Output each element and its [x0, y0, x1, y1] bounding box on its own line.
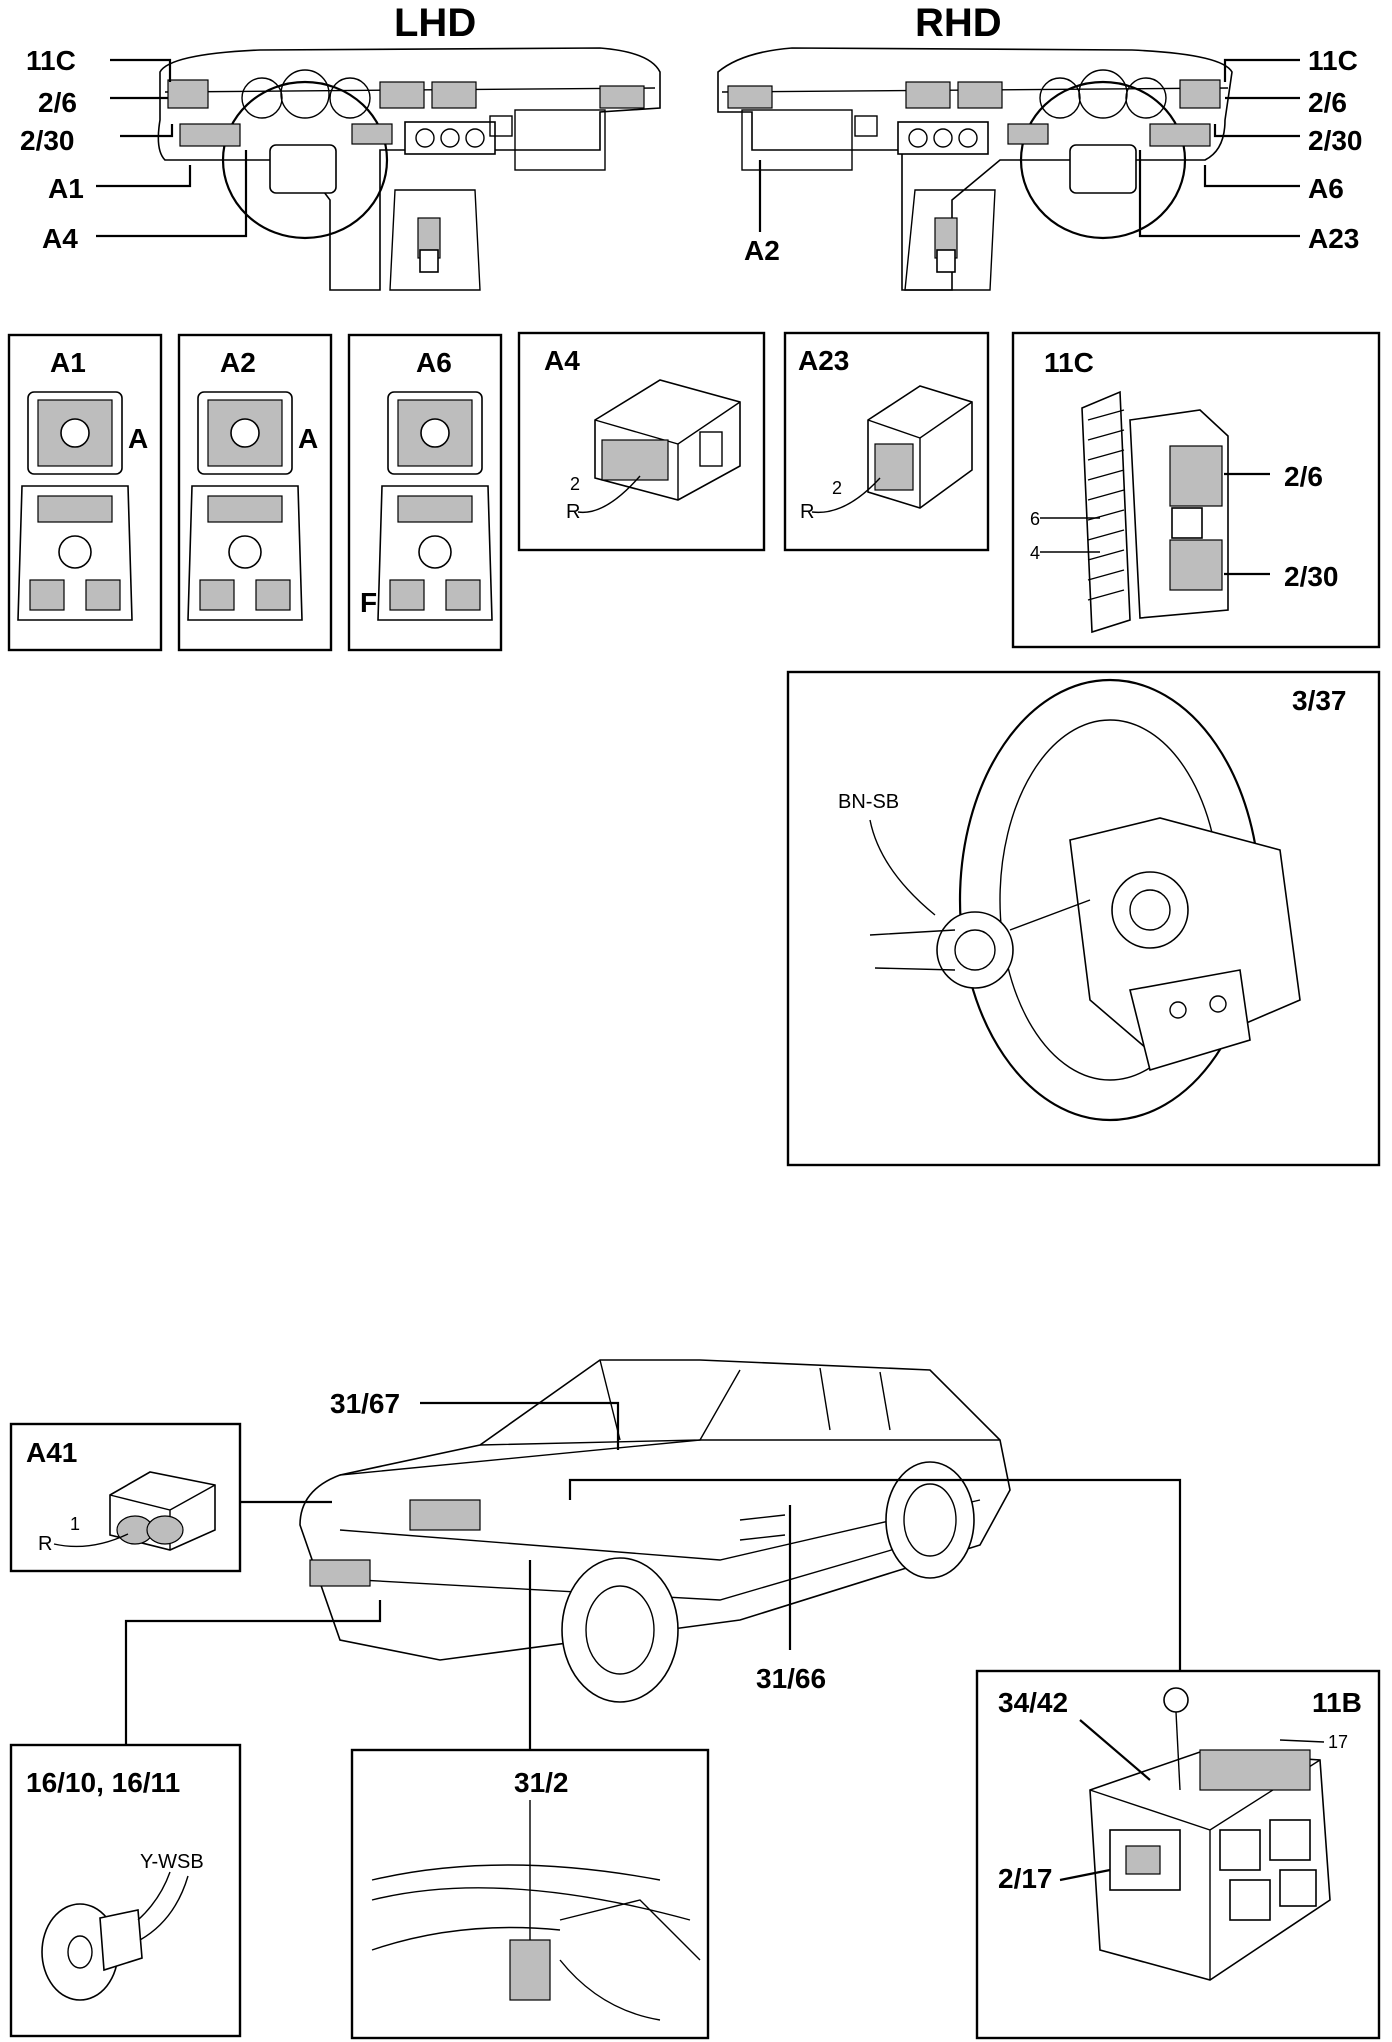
panel-a4-wire: R [566, 501, 580, 523]
rhd-label-a6: A6 [1308, 173, 1344, 204]
rhd-dashboard: RHD 11C 2/6 2/30 A6 A23 A2 [717, 1, 1363, 291]
panel-a1-tag: A [128, 423, 148, 454]
panel-a2-title: A2 [220, 347, 256, 378]
panel-a41-wire: R [38, 1533, 52, 1555]
panel-a6-title: A6 [416, 347, 452, 378]
panel-11c-pin-bottom: 4 [1030, 543, 1040, 563]
lhd-dashboard: LHD 11C 2/6 2 [20, 1, 661, 291]
panel-11c-label-top: 2/6 [1284, 461, 1323, 492]
panel-a1: A1 A [7, 333, 163, 652]
panel-a4-pin: 2 [570, 474, 580, 494]
panel-a4: A4 R 2 [517, 331, 766, 552]
panel-horn: 16/10, 16/11 Y-WSB [9, 1743, 242, 2038]
panel-a23-title: A23 [798, 345, 849, 376]
panel-11c: 11C 6 4 2/6 2/30 [1011, 331, 1381, 649]
lhd-label-2-6: 2/6 [38, 87, 77, 118]
panel-a2-tag: A [298, 423, 318, 454]
rhd-label-11c: 11C [1308, 45, 1358, 76]
panel-a23-wire: R [800, 501, 814, 523]
car-illustration: 31/67 31/66 [124, 1359, 1182, 1779]
lhd-label-a4: A4 [42, 223, 78, 254]
panel-11b-label-2-17: 2/17 [998, 1863, 1053, 1894]
lhd-label-a1: A1 [48, 173, 84, 204]
rhd-label-a23: A23 [1308, 223, 1359, 254]
panel-steering-title: 3/37 [1292, 685, 1347, 716]
lhd-title: LHD [394, 1, 476, 45]
rhd-label-a2: A2 [744, 235, 780, 266]
panel-a6: A6 F [347, 333, 503, 652]
panel-a41-pin: 1 [70, 1514, 80, 1534]
panel-horn-title: 16/10, 16/11 [26, 1767, 180, 1798]
panel-a2: A2 A [177, 333, 333, 652]
panel-a41: A41 R 1 [9, 1422, 242, 1573]
panel-11b-label-34-42: 34/42 [998, 1687, 1068, 1718]
panel-a4-title: A4 [544, 345, 580, 376]
rhd-title: RHD [915, 1, 1002, 45]
panel-11b-title: 11B [1312, 1687, 1362, 1718]
panel-11b-pin: 17 [1328, 1732, 1348, 1752]
panel-a41-title: A41 [26, 1437, 77, 1468]
panel-11c-label-bottom: 2/30 [1284, 561, 1339, 592]
panel-steering-3-37: 3/37 BN-SB [786, 670, 1381, 1167]
rhd-label-2-30: 2/30 [1308, 125, 1363, 156]
panel-horn-wire: Y-WSB [140, 1851, 204, 1873]
panel-11c-title: 11C [1044, 347, 1094, 378]
lhd-label-2-30: 2/30 [20, 125, 75, 156]
panel-steering-wire: BN-SB [838, 791, 899, 813]
panel-11b: 11B 34/42 2/17 17 [975, 1669, 1381, 2040]
panel-a23: A23 R 2 [783, 331, 990, 552]
rhd-label-2-6: 2/6 [1308, 87, 1347, 118]
panel-31-2-title: 31/2 [514, 1767, 569, 1798]
panel-a23-pin: 2 [832, 478, 842, 498]
panel-a6-tag: F [360, 587, 377, 618]
car-label-31-67: 31/67 [330, 1388, 400, 1419]
panel-11c-pin-top: 6 [1030, 509, 1040, 529]
panel-31-2: 31/2 [350, 1748, 710, 2040]
lhd-label-11c: 11C [26, 45, 76, 76]
car-label-31-66: 31/66 [756, 1663, 826, 1694]
panel-a1-title: A1 [50, 347, 86, 378]
